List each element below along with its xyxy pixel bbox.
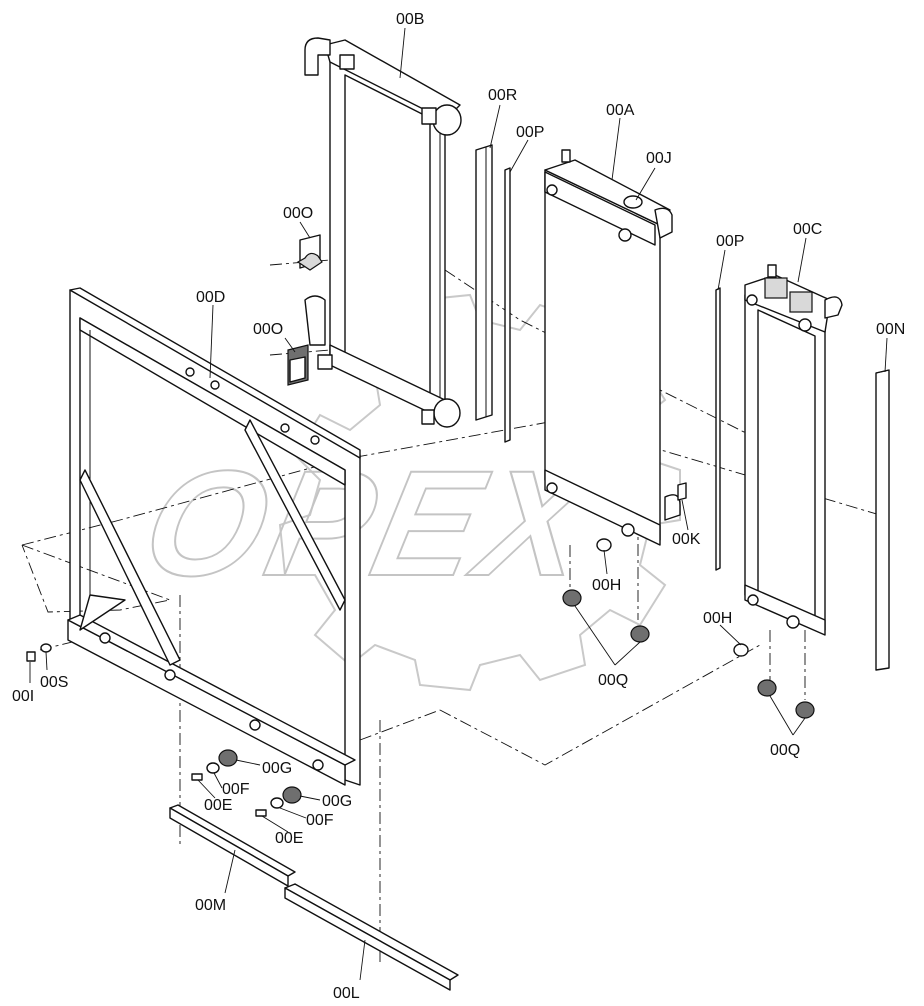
seal-bar-00L [284,883,459,991]
bolt-00K [677,482,687,501]
callout-00L: 00L [333,985,360,1002]
mount-00Q-right [757,679,815,719]
bushing-00H-center [596,538,612,552]
fasteners-lower [255,786,302,817]
callout-00D: 00D [196,289,225,306]
frame-00D [67,287,361,786]
leader-lines [29,27,888,981]
callout-00E-upper: 00E [204,797,232,814]
intercooler-00C [744,264,843,636]
bracket-00O-upper [296,234,323,271]
callout-00O-upper: 00O [283,205,313,222]
callout-00C: 00C [793,221,822,238]
callout-00J: 00J [646,150,672,167]
callout-00O-lower: 00O [253,321,283,338]
watermark-text: OPEX [131,441,609,608]
opex-watermark: OPEX [130,293,681,692]
washer-00S [40,643,52,653]
bushing-00H-right [733,643,749,657]
seal-00P-upper [504,167,511,443]
seal-00R [475,144,493,421]
callout-00B: 00B [396,11,424,28]
callout-00S: 00S [40,674,68,691]
mount-00Q-center [562,589,650,643]
bracket-00O-lower [287,344,309,386]
callout-00P-lower: 00P [716,233,744,250]
callout-00I: 00I [12,688,34,705]
callout-00Q-center: 00Q [598,672,628,689]
callout-00N: 00N [876,321,905,338]
callout-00Q-right: 00Q [770,742,800,759]
fasteners-upper [191,749,238,781]
bolt-00I [26,651,36,662]
oil-cooler-00B [304,37,462,428]
callout-00E-lower: 00E [275,830,303,847]
callout-00F-lower: 00F [306,812,334,829]
callout-00K: 00K [672,531,701,548]
callout-00A: 00A [606,102,635,119]
seal-bar-00N [875,369,890,671]
seal-00P-lower [715,287,721,571]
callout-labels: 00B 00R 00P 00A 00J 00O 00P 00C 00D 00O … [12,11,905,1002]
callout-00P-upper: 00P [516,124,544,141]
radiator-00A [544,149,681,546]
callout-00H-center: 00H [592,577,621,594]
seal-bar-00M [169,804,296,887]
callout-00F-upper: 00F [222,781,250,798]
callout-00M: 00M [195,897,226,914]
callout-00G-upper: 00G [262,760,292,777]
callout-00H-right: 00H [703,610,732,627]
callout-00R: 00R [488,87,517,104]
callout-00G-lower: 00G [322,793,352,810]
